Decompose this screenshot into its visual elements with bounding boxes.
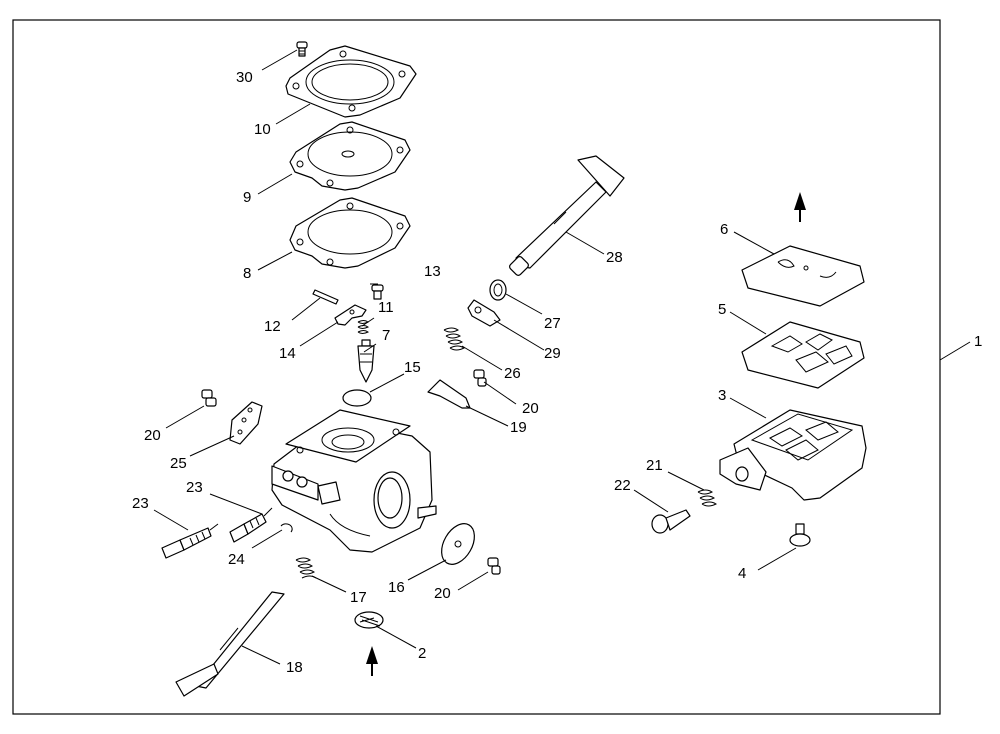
part-carburetor-body — [271, 409, 437, 553]
callout-6: 6 — [720, 221, 728, 238]
callout-10: 10 — [254, 121, 271, 138]
part-23-needle-right — [229, 507, 273, 543]
callout-20-left: 20 — [144, 427, 161, 444]
arrow-up-icon — [366, 646, 378, 676]
part-25-plate — [229, 401, 263, 445]
part-24-clip — [280, 523, 293, 533]
part-4-screw — [789, 523, 811, 547]
callout-16: 16 — [388, 579, 405, 596]
part-14-lever — [334, 304, 367, 326]
callout-25: 25 — [170, 455, 187, 472]
callout-27: 27 — [544, 315, 561, 332]
part-27-ring — [489, 279, 507, 301]
part-8-gasket — [289, 197, 411, 269]
callout-14: 14 — [279, 345, 296, 362]
callout-21: 21 — [646, 457, 663, 474]
callout-3: 3 — [718, 387, 726, 404]
callout-20-middle: 20 — [522, 400, 539, 417]
part-28-shaft — [509, 155, 625, 276]
part-7-needle — [357, 339, 375, 383]
part-22-screw — [651, 509, 691, 534]
callout-11: 11 — [378, 299, 394, 316]
callout-9: 9 — [243, 189, 251, 206]
part-5-diaphragm — [741, 321, 865, 389]
callout-28: 28 — [606, 249, 623, 266]
part-13-screw — [371, 284, 384, 300]
arrow-up-icon-right — [794, 192, 806, 222]
callout-29: 29 — [544, 345, 561, 362]
part-20-screw-middle — [473, 369, 487, 387]
callout-23-right: 23 — [186, 479, 203, 496]
diagram-frame — [12, 19, 941, 715]
part-2-filter — [354, 611, 384, 629]
callout-8: 8 — [243, 265, 251, 282]
callout-13: 13 — [424, 263, 441, 280]
part-23-needle-left — [161, 523, 219, 559]
part-30-screw — [296, 41, 308, 57]
part-12-pin — [312, 289, 339, 305]
leader-lines — [153, 49, 971, 665]
callout-4: 4 — [738, 565, 746, 582]
callout-5: 5 — [718, 301, 726, 318]
callout-18: 18 — [286, 659, 303, 676]
callout-19: 19 — [510, 419, 527, 436]
callout-1: 1 — [974, 333, 982, 350]
part-9-diaphragm — [289, 121, 411, 191]
callout-23-left: 23 — [132, 495, 149, 512]
part-20-screw-bottom — [487, 557, 501, 575]
part-10-cover — [285, 45, 417, 118]
callout-24: 24 — [228, 551, 245, 568]
part-17-spring — [295, 557, 317, 579]
part-26-spring — [443, 327, 465, 351]
part-16-disc — [441, 523, 475, 565]
part-18-shaft — [175, 591, 285, 697]
callout-17: 17 — [350, 589, 367, 606]
part-29-lever — [467, 299, 501, 327]
part-21-spring — [697, 489, 717, 507]
part-3-pump-body — [719, 409, 867, 501]
callout-2: 2 — [418, 645, 426, 662]
part-15-disc — [342, 389, 372, 407]
callout-22: 22 — [614, 477, 631, 494]
callout-15: 15 — [404, 359, 421, 376]
part-19-lever — [427, 379, 471, 409]
callout-26: 26 — [504, 365, 521, 382]
callout-labels: 30 10 9 8 13 12 11 14 7 15 20 25 23 23 2… — [132, 69, 982, 676]
callout-12: 12 — [264, 318, 281, 335]
part-20-screw-left — [201, 389, 217, 407]
callout-7: 7 — [382, 327, 390, 344]
callout-20-bottom: 20 — [434, 585, 451, 602]
callout-30: 30 — [236, 69, 253, 86]
part-6-gasket — [741, 245, 865, 307]
